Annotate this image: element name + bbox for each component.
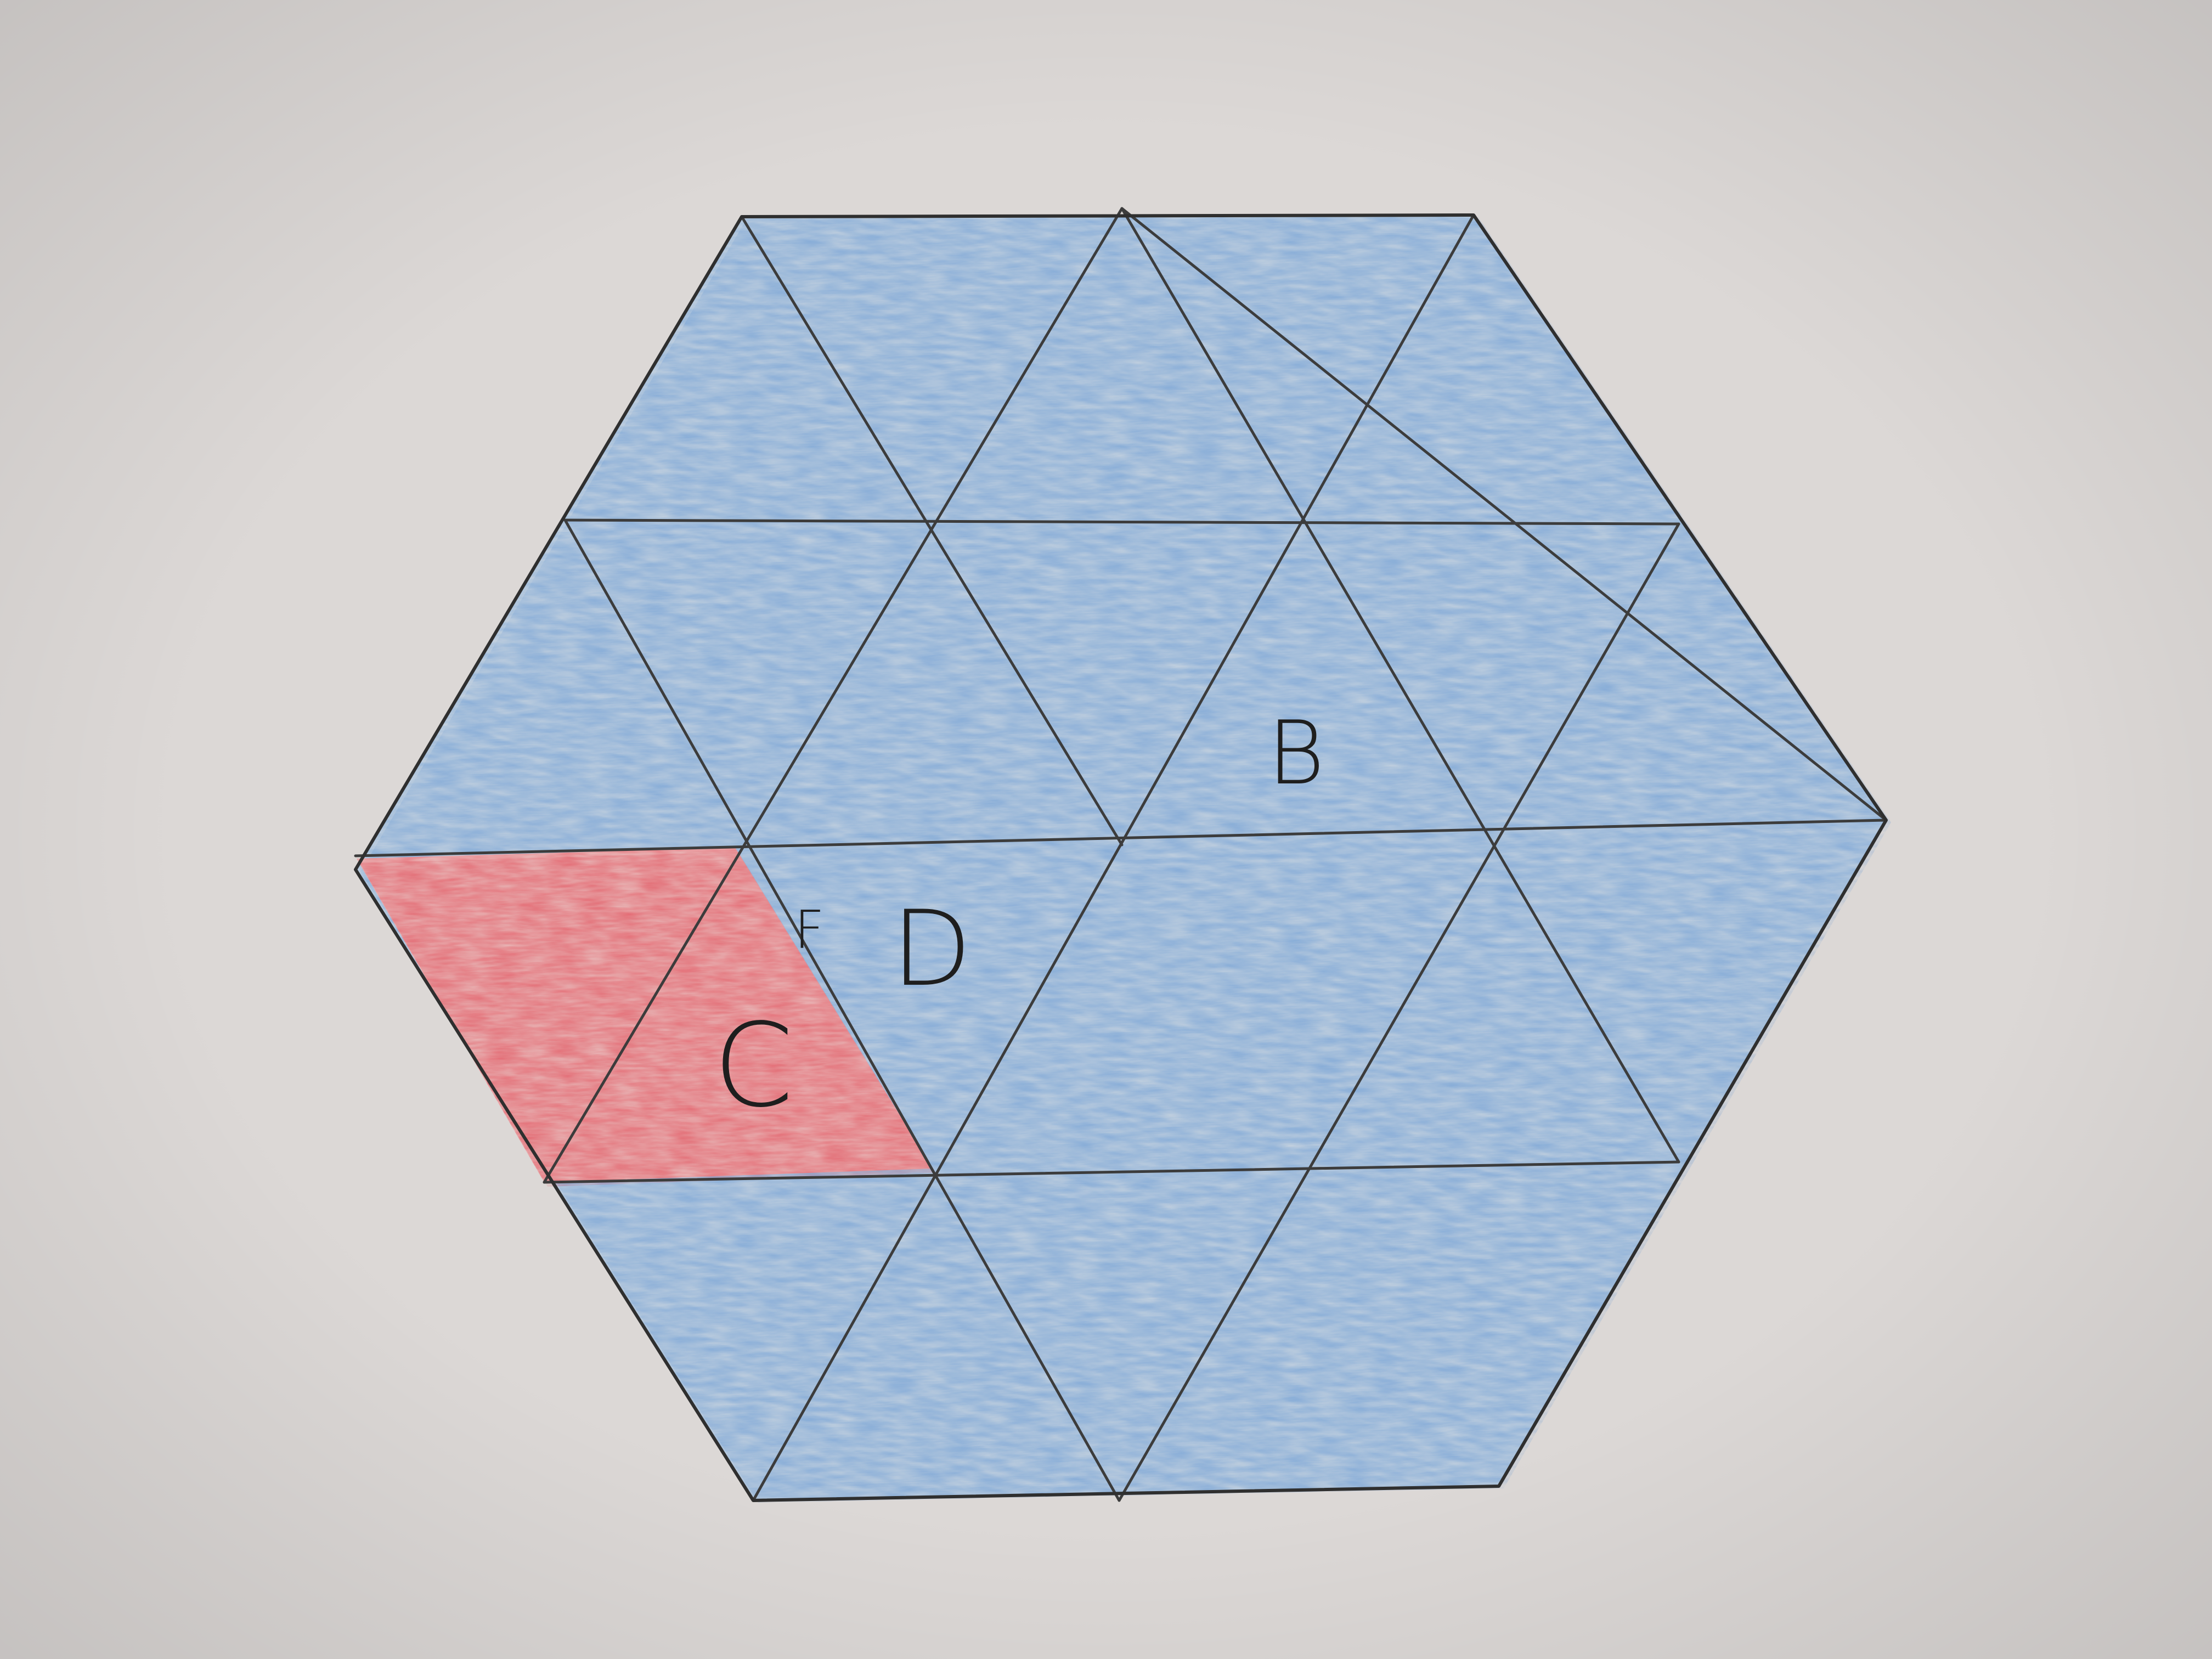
drawing-canvas: B C D F: [0, 0, 2212, 1659]
photo-vignette: [0, 0, 2212, 1659]
